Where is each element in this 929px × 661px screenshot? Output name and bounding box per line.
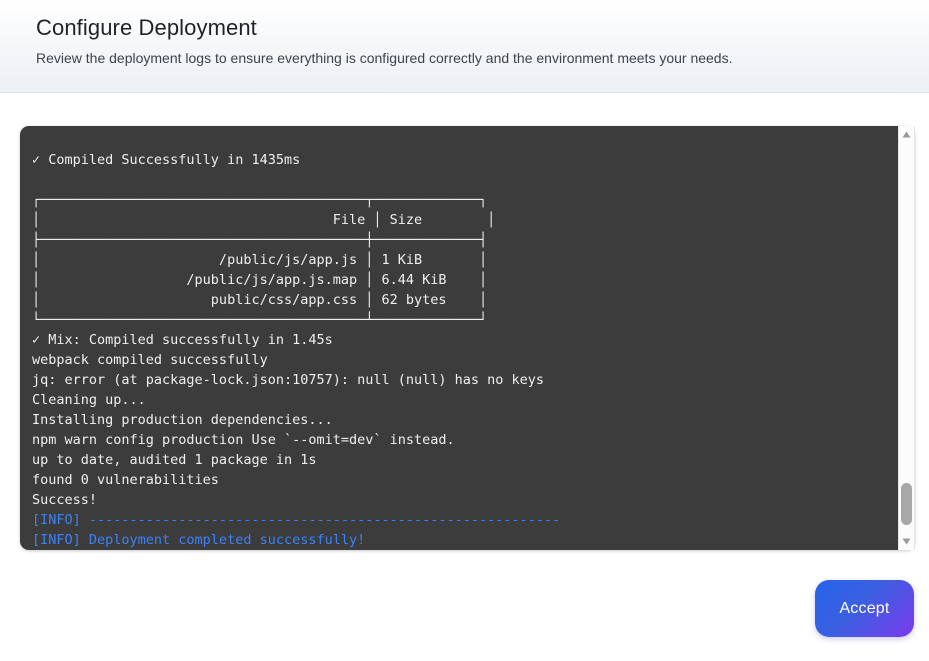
scrollbar-track[interactable] [898,143,915,533]
triangle-down-icon [902,538,911,545]
log-line [32,170,905,190]
log-line: ├───────────────────────────────────────… [32,232,488,248]
log-line: │ /public/js/app.js │ 1 KiB │ [32,252,488,268]
log-line: ✓ Mix: Compiled successfully in 1.45s [32,332,333,348]
log-line: [INFO] Deployment completed successfully… [32,532,366,548]
page-title: Configure Deployment [36,15,257,40]
log-line: [INFO] ---------------------------------… [32,512,561,528]
log-output[interactable]: ✓ Compiled Successfully in 1435ms ┌──────… [20,126,915,550]
page-footer: Accept [0,571,929,661]
log-line: up to date, audited 1 package in 1s [32,452,317,468]
log-line: found 0 vulnerabilities [32,472,219,488]
log-scrollbar[interactable] [898,126,915,550]
log-line: npm warn config production Use `--omit=d… [32,432,455,448]
log-line: webpack compiled successfully [32,352,268,368]
log-line: │ File │ Size │ [32,212,496,228]
accept-button[interactable]: Accept [815,580,914,637]
page-header: Configure Deployment Review the deployme… [0,0,929,93]
page-subtitle: Review the deployment logs to ensure eve… [36,50,733,66]
triangle-up-icon [902,131,911,138]
log-line: Installing production dependencies... [32,412,333,428]
scroll-down-button[interactable] [898,533,915,550]
deployment-log-panel: ✓ Compiled Successfully in 1435ms ┌──────… [20,126,915,550]
log-line: Cleaning up... [32,392,146,408]
log-line: jq: error (at package-lock.json:10757): … [32,372,545,388]
scrollbar-thumb[interactable] [901,483,912,525]
log-line: ┌───────────────────────────────────────… [32,192,488,208]
log-line: Success! [32,492,98,508]
log-line: │ /public/js/app.js.map │ 6.44 KiB │ [32,272,488,288]
log-line: │ public/css/app.css │ 62 bytes │ [32,292,488,308]
scroll-up-button[interactable] [898,126,915,143]
log-line: ✓ Compiled Successfully in 1435ms [32,152,301,168]
log-line: └───────────────────────────────────────… [32,312,488,328]
